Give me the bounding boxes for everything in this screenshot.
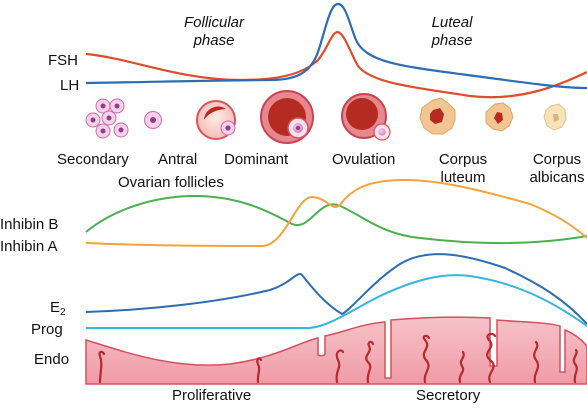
luteal-phase-label: Luteal phase	[424, 15, 480, 48]
corpus-luteum-1	[419, 97, 456, 135]
e2-label-base: E	[50, 299, 61, 316]
ovulation-follicle	[341, 93, 391, 141]
corpus-albicans	[543, 103, 567, 131]
corpus-albicans-label: Corpus albicans	[526, 152, 587, 185]
corpus-luteum-2	[485, 102, 514, 132]
corpus-luteum-label: Corpus luteum	[433, 152, 493, 185]
luteal-phase-line1: Luteal	[431, 14, 473, 31]
follicular-phase-label: Follicular phase	[174, 15, 254, 48]
antral-follicle	[144, 111, 162, 129]
dominant-follicle-small	[196, 100, 236, 140]
corpus-luteum-line1: Corpus	[438, 151, 488, 168]
fsh-label: FSH	[48, 52, 78, 69]
e2-curve	[85, 253, 587, 325]
secondary-label: Secondary	[57, 151, 129, 168]
inhibin-b-curve	[85, 194, 587, 244]
inhibin-a-curve	[85, 178, 587, 248]
e2-label-subscript: 2	[60, 307, 66, 318]
follicular-phase-line2: phase	[193, 32, 235, 49]
corpus-albicans-line1: Corpus	[532, 151, 582, 168]
corpus-luteum-line2: luteum	[440, 169, 486, 186]
secondary-follicles	[85, 98, 129, 139]
e2-label: E2	[50, 300, 66, 318]
antral-label: Antral	[158, 151, 198, 168]
lh-curve	[85, 2, 587, 90]
ovarian-follicles-label: Ovarian follicles	[118, 174, 224, 191]
fsh-curve	[85, 30, 587, 99]
inhibin-a-label: Inhibin A	[0, 238, 58, 255]
lh-label: LH	[60, 77, 80, 94]
secretory-label: Secretory	[416, 387, 481, 404]
inhibin-b-label: Inhibin B	[0, 216, 59, 233]
ovulation-label: Ovulation	[332, 151, 396, 168]
prog-curve	[86, 274, 587, 329]
follicular-phase-line1: Follicular	[183, 14, 244, 31]
endo-label: Endo	[34, 351, 70, 368]
luteal-phase-line2: phase	[431, 32, 473, 49]
endometrial-glands	[98, 332, 578, 384]
corpus-albicans-line2: albicans	[529, 169, 585, 186]
prog-label: Prog	[31, 321, 63, 338]
proliferative-label: Proliferative	[172, 387, 252, 404]
dominant-follicle-large	[260, 90, 314, 144]
dominant-label: Dominant	[224, 151, 289, 168]
